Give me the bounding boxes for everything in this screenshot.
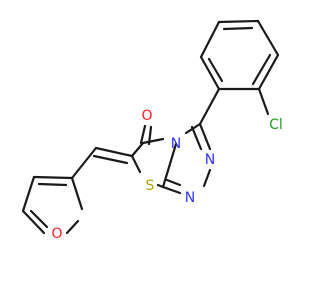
bond <box>70 146 98 180</box>
bond <box>217 19 260 24</box>
bond <box>141 137 165 145</box>
bond <box>199 55 221 91</box>
atom-label-o-carbonyl: O <box>141 108 152 124</box>
atom-label-s: S <box>146 178 155 194</box>
bond <box>257 53 280 91</box>
bond <box>161 142 178 189</box>
bond <box>199 20 221 59</box>
bond <box>198 122 212 151</box>
atom-label-o-furan: O <box>51 226 62 242</box>
bond <box>222 26 254 31</box>
bond <box>190 125 203 151</box>
atom-label-n-lower: N <box>185 190 195 206</box>
bond <box>256 19 280 57</box>
molecule-structure: N N N O S O Cl <box>21 19 283 242</box>
bond <box>70 176 84 211</box>
bond <box>139 124 147 145</box>
bond <box>21 209 46 235</box>
bond <box>161 185 182 195</box>
bond <box>130 141 145 158</box>
bonds <box>21 19 280 235</box>
bond <box>92 154 129 165</box>
atom-labels: N N N O S O Cl <box>51 108 282 242</box>
bond <box>198 87 221 126</box>
bond <box>37 182 68 187</box>
atom-label-cl: Cl <box>269 117 283 133</box>
bond <box>207 57 224 83</box>
bond <box>94 146 134 158</box>
bond <box>130 154 142 174</box>
bond <box>165 178 182 187</box>
bond <box>156 183 165 189</box>
bond <box>251 53 272 86</box>
bond <box>29 209 49 229</box>
atom-label-n-upper: N <box>205 152 215 168</box>
bond <box>32 175 74 180</box>
bond <box>257 87 270 116</box>
bond <box>21 175 36 213</box>
atom-label-n-ring: N <box>171 136 181 152</box>
bond <box>202 168 212 188</box>
bond <box>65 219 80 235</box>
bond <box>147 125 153 146</box>
